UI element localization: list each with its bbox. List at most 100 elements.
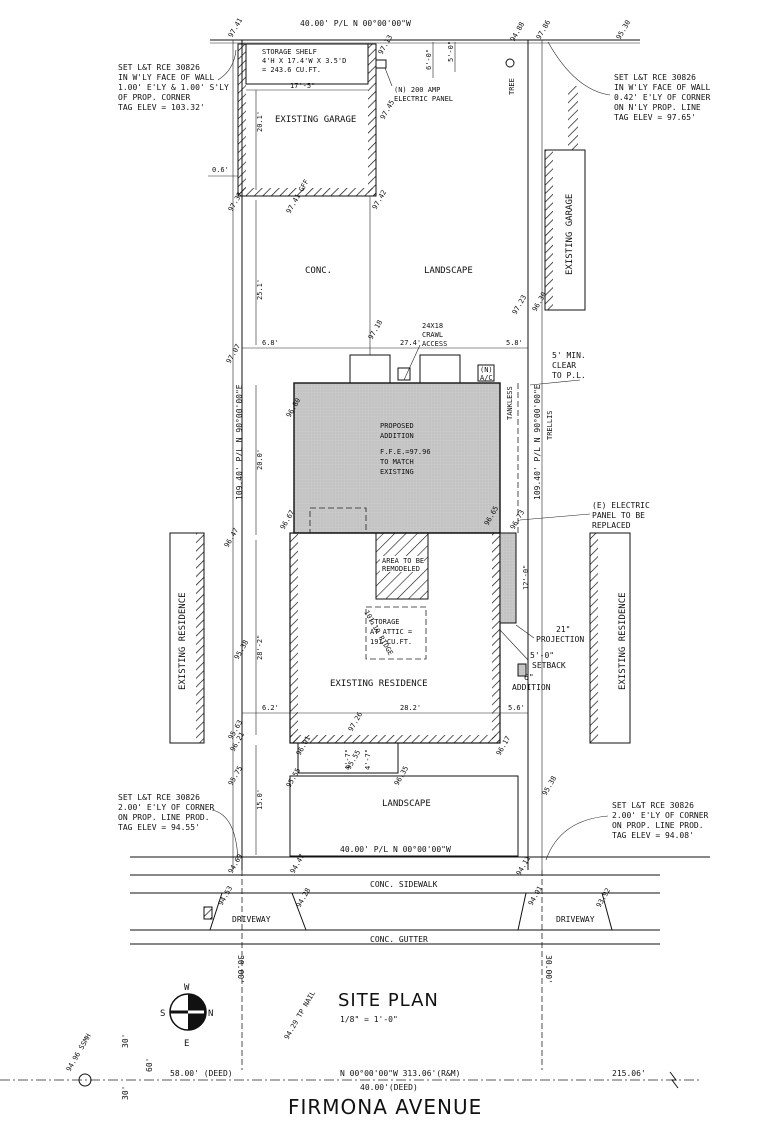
step-left-dim: 4'-7" [344, 749, 352, 770]
proposed-addition-label-2: ADDITION [380, 432, 414, 440]
elev-97-23: 97.23 [511, 294, 528, 316]
elev-97-26: 97.26 [347, 711, 364, 733]
svg-text:REPLACED: REPLACED [592, 521, 631, 530]
residence-depth-dim: 28'-2" [256, 635, 264, 660]
ac-label: (N) [480, 366, 493, 374]
crawl-access-label-3: ACCESS [422, 340, 447, 348]
row-60: 60' [145, 1058, 154, 1072]
sidewalk-label: CONC. SIDEWALK [370, 880, 438, 889]
storage-shelf-label: STORAGE SHELF [262, 48, 317, 56]
bump-out-addition [499, 532, 517, 624]
elev-tp-nail: 94.29 TP NAIL [283, 990, 317, 1041]
storage-shelf-dims: 4'H X 17.4'W X 3.5'D [262, 57, 346, 65]
area-remodeled-label: AREA TO BE [382, 557, 424, 565]
bump-depth-dim: 12'-0" [522, 565, 530, 590]
garage-depth-dim: 20.1' [256, 111, 264, 132]
vent-2 [419, 354, 461, 384]
elev-95-30: 95.30 [615, 19, 632, 41]
elev-94-53: 94.53 [217, 885, 234, 907]
svg-text:CLEAR: CLEAR [552, 361, 576, 370]
min-clear-callout: 5' MIN. CLEAR TO P.L. [529, 351, 586, 386]
elev-94-28: 94.28 [295, 887, 312, 909]
front-yard-dim: 15.0' [256, 789, 264, 810]
elev-94-01: 94.01 [527, 885, 544, 907]
conc-label: CONC. [305, 266, 332, 276]
driveway-right-flare-b [601, 892, 613, 931]
addition-width-dim: 27.4' [400, 339, 421, 347]
compass-e: E [184, 1039, 189, 1049]
ffe-label-3: EXISTING [380, 468, 414, 476]
elev-95-38-b: 95.38 [541, 775, 558, 797]
west-side-bottom-dim: 6.2' [262, 704, 279, 712]
drawing-title: SITE PLAN [338, 990, 439, 1011]
front-porch [297, 742, 399, 774]
elev-95-55-b: 95.55 [285, 767, 302, 789]
elev-94-11: 94.11 [515, 855, 532, 877]
front-landscape-area [289, 775, 519, 857]
row-30-b: 30' [121, 1086, 130, 1100]
neighbor-residence-west: EXISTING RESIDENCE [169, 532, 205, 744]
svg-text:6": 6" [524, 673, 534, 682]
svg-text:ON PROP. LINE PROD.: ON PROP. LINE PROD. [612, 821, 704, 830]
svg-text:2.00' E'LY OF CORNER: 2.00' E'LY OF CORNER [118, 803, 215, 812]
tag-sw-callout: SET L&T RCE 30826 2.00' E'LY OF CORNER O… [118, 793, 239, 861]
tree-label: TREE [508, 78, 516, 95]
new-electric-panel-label: (N) 200 AMP [394, 86, 440, 94]
elev-97-18: 97.18 [367, 319, 384, 341]
tag-nw-callout: SET L&T RCE 30826 IN W'LY FACE OF WALL 1… [118, 49, 237, 112]
compass-w: W [184, 983, 190, 993]
landscape-bottom-label: LANDSCAPE [382, 799, 431, 809]
elev-97-45: 97.45 [379, 99, 396, 121]
garage-setback-dim: 0.6' [212, 166, 229, 174]
svg-text:SET L&T RCE 30826: SET L&T RCE 30826 [612, 801, 694, 810]
area-remodeled-label-2: REMODELED [382, 565, 420, 573]
gutter-label: CONC. GUTTER [370, 935, 428, 944]
break-line-icon [669, 1071, 679, 1089]
tankless-label: TANKLESS [506, 386, 514, 420]
attic-storage-area [365, 606, 427, 660]
deed-center-label: 40.00'(DEED) [360, 1083, 418, 1092]
new-electric-panel-symbol [375, 59, 387, 69]
north-property-line: 40.00' P/L N 00°00'00"W [210, 19, 640, 44]
storage-shelf [245, 43, 369, 85]
existing-residence-label: EXISTING RESIDENCE [330, 679, 428, 689]
addition-callout: 6" ADDITION [512, 663, 551, 692]
storage-attic-label: STORAGE [370, 618, 400, 626]
compass-s: S [160, 1009, 165, 1019]
sewer-manhole-icon [78, 1073, 92, 1087]
pl-offset-right: 30.00' [544, 955, 553, 984]
west-side-top-dim: 6.8' [262, 339, 279, 347]
drawing-scale: 1/8" = 1'-0" [340, 1015, 398, 1024]
yard-depth-dim: 25.1' [256, 279, 264, 300]
neighbor-garage-east-label: EXISTING GARAGE [565, 194, 575, 275]
tree-icon [505, 58, 515, 68]
svg-text:5'-0": 5'-0" [530, 651, 554, 660]
svg-text:ON N'LY PROP. LINE: ON N'LY PROP. LINE [614, 103, 701, 112]
east-pl-label: 109.40' P/L N 90°00'00"E [533, 384, 542, 500]
svg-text:SET L&T RCE 30826: SET L&T RCE 30826 [118, 793, 200, 802]
crawl-access-hatch [397, 367, 411, 381]
landscape-top-label: LANDSCAPE [424, 266, 473, 276]
west-pl-label: 109.40' P/L N 90°00'00"E [235, 384, 244, 500]
driveway-left-label: DRIVEWAY [232, 915, 271, 924]
street-centerline-label: N 00°00'00"W 313.06'(R&M) [340, 1069, 460, 1078]
svg-text:TAG ELEV = 94.55': TAG ELEV = 94.55' [118, 823, 200, 832]
svg-text:21": 21" [556, 625, 570, 634]
setback-callout: 5'-0" SETBACK [499, 629, 566, 670]
existing-garage-label: EXISTING GARAGE [275, 115, 356, 125]
svg-text:TAG ELEV = 103.32': TAG ELEV = 103.32' [118, 103, 205, 112]
elev-93-92: 93.92 [595, 887, 612, 909]
svg-text:(E) ELECTRIC: (E) ELECTRIC [592, 501, 650, 510]
elev-97-07: 97.07 [225, 343, 242, 365]
elev-97-41-gff: 97.41 GFF [285, 178, 311, 215]
svg-text:2.00' E'LY OF CORNER: 2.00' E'LY OF CORNER [612, 811, 709, 820]
proposed-addition-label: PROPOSED [380, 422, 414, 430]
tag-ne-callout: SET L&T RCE 30826 IN W'LY FACE OF WALL 0… [547, 41, 711, 122]
svg-text:OF PROP. CORNER: OF PROP. CORNER [118, 93, 190, 102]
proposed-addition: PROPOSED ADDITION F.F.E.=97.96 TO MATCH … [293, 382, 501, 534]
projection-callout: 21" PROJECTION [515, 624, 584, 644]
svg-text:1.00' E'LY & 1.00' S'LY: 1.00' E'LY & 1.00' S'LY [118, 83, 229, 92]
svg-text:IN W'LY FACE OF WALL: IN W'LY FACE OF WALL [118, 73, 215, 82]
svg-text:SET L&T RCE 30826: SET L&T RCE 30826 [614, 73, 696, 82]
